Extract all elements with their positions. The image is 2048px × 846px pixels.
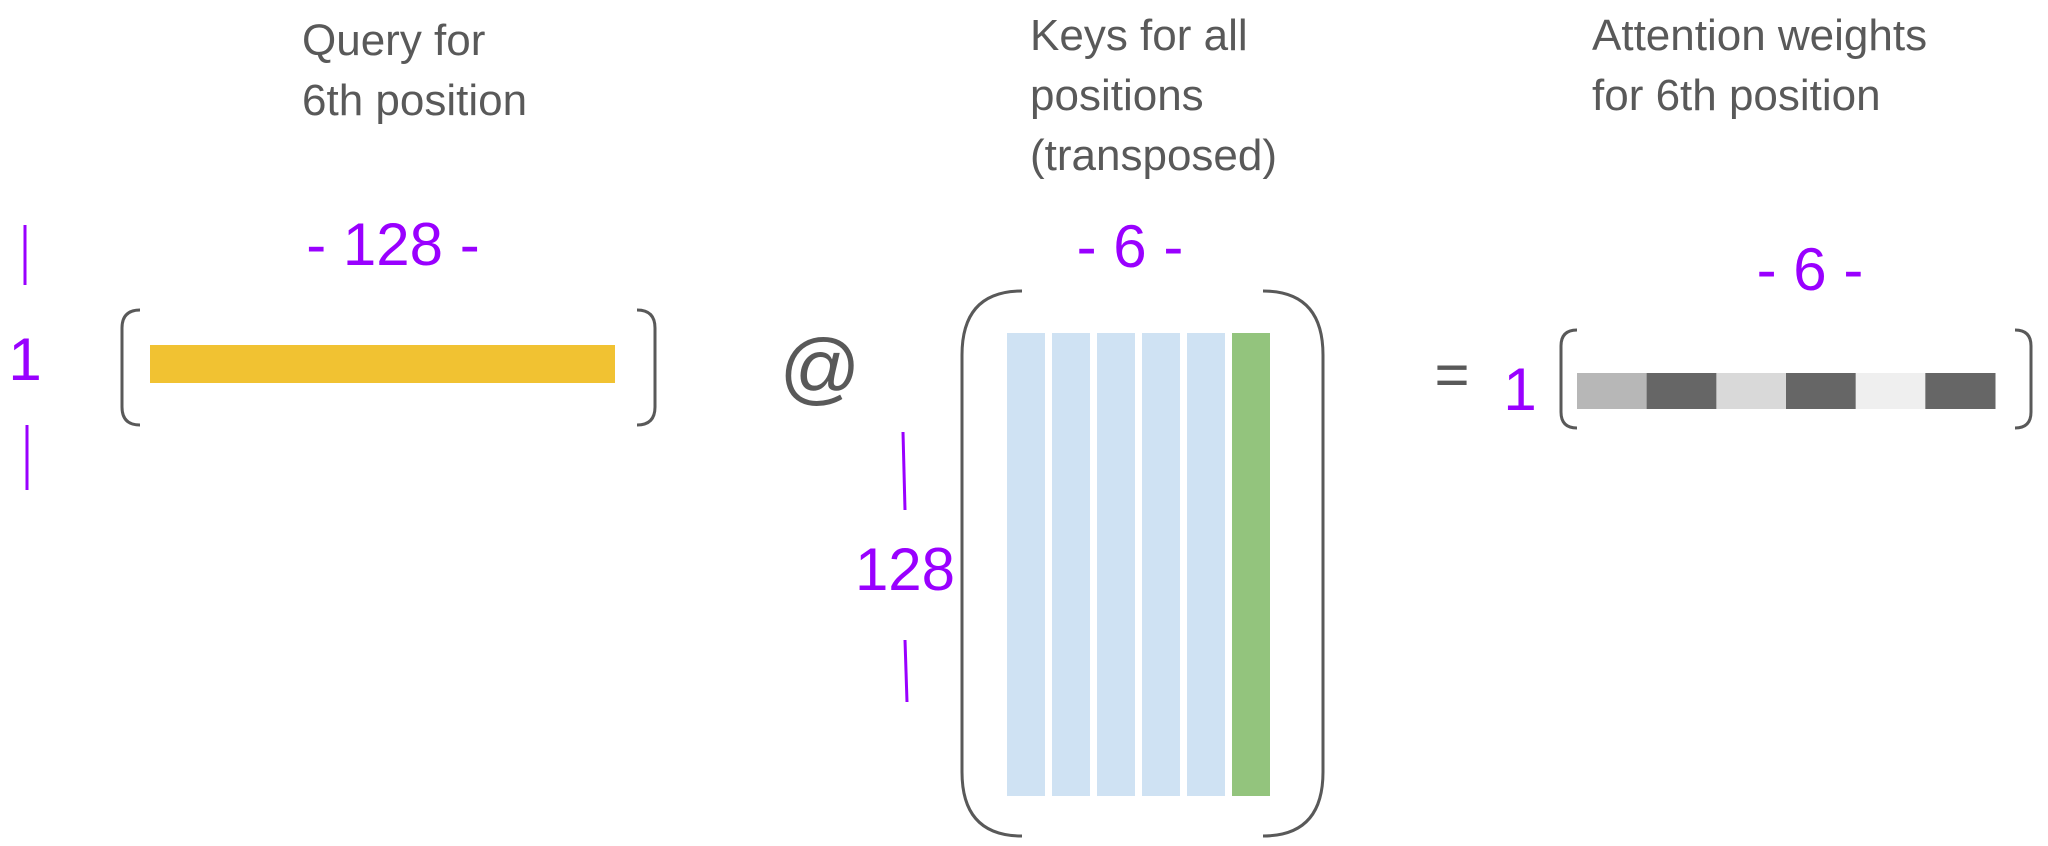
- weight-cell: [1786, 373, 1857, 409]
- keys-title-line-1: Keys for all: [1030, 11, 1248, 60]
- query-rows-label: 1: [8, 326, 41, 393]
- keys-rows-line-top: [901, 431, 907, 511]
- key-column-current: [1232, 333, 1270, 796]
- weights-title-line-2: for 6th position: [1592, 71, 1881, 120]
- weight-cell: [1646, 373, 1717, 409]
- keys-left-bracket: [960, 289, 1023, 838]
- key-column: [1052, 333, 1090, 796]
- weights-right-bracket: [2014, 328, 2033, 430]
- keys-cols-label: - 6 -: [1077, 213, 1184, 280]
- key-column: [1007, 333, 1045, 796]
- query-left-bracket: [120, 308, 141, 427]
- matmul-operator: @: [779, 323, 860, 412]
- query-title-line-1: Query for: [302, 16, 485, 65]
- keys-columns: [1007, 333, 1270, 796]
- weight-cell: [1855, 373, 1926, 409]
- keys-title-line-3: (transposed): [1030, 131, 1277, 180]
- key-column: [1097, 333, 1135, 796]
- weights-title-line-1: Attention weights: [1592, 11, 1927, 60]
- keys-title-line-2: positions: [1030, 71, 1204, 120]
- query-title-line-2: 6th position: [302, 76, 527, 125]
- key-column: [1142, 333, 1180, 796]
- weight-cell: [1716, 373, 1787, 409]
- query-cols-label: - 128 -: [306, 211, 479, 278]
- equals-operator: =: [1434, 341, 1469, 408]
- keys-rows-label: 128: [855, 536, 955, 603]
- weights-rows-label: 1: [1503, 356, 1536, 423]
- weights-cells: [1577, 373, 1996, 409]
- weights-left-bracket: [1559, 328, 1578, 430]
- keys-right-bracket: [1262, 289, 1325, 838]
- weight-cell: [1925, 373, 1996, 409]
- keys-rows-line-bottom: [903, 639, 909, 703]
- query-vector: [150, 345, 615, 383]
- query-right-bracket: [636, 308, 657, 427]
- weight-cell: [1577, 373, 1648, 409]
- key-column: [1187, 333, 1225, 796]
- weights-cols-label: - 6 -: [1757, 236, 1864, 303]
